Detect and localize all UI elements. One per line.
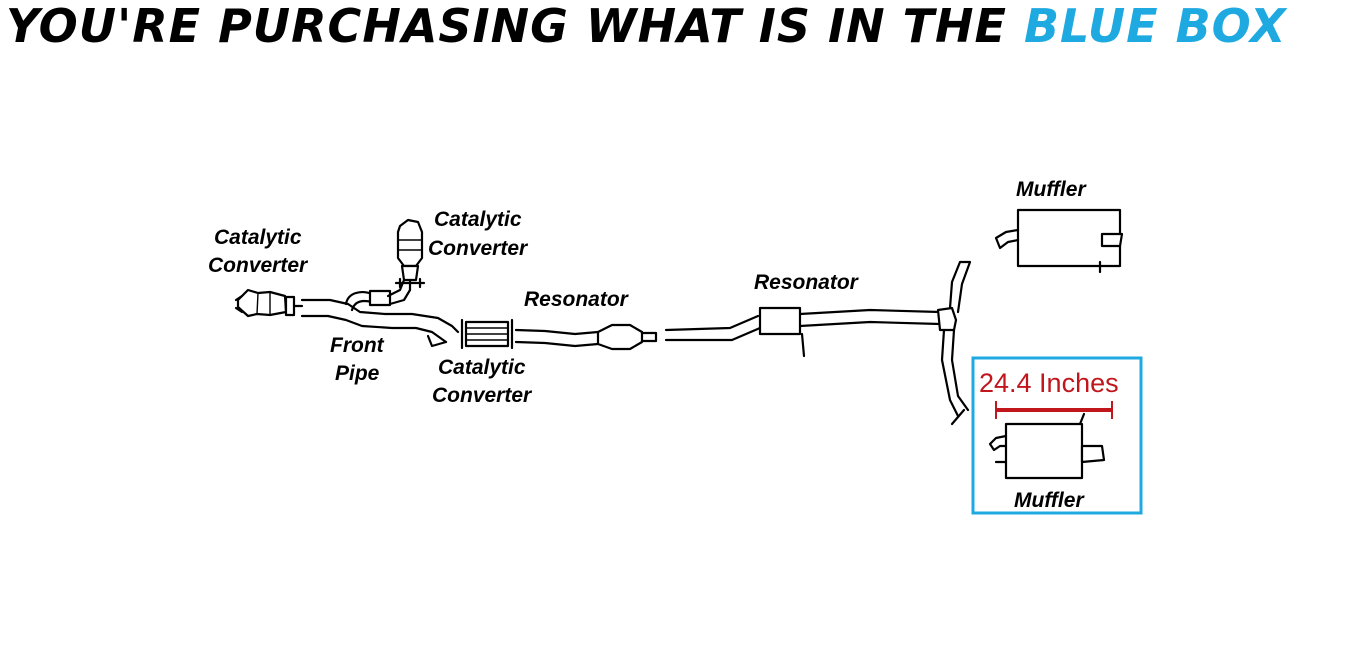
label-resonator-2: Resonator <box>754 271 860 294</box>
catalytic-converter-left <box>234 288 304 318</box>
muffler-boxed <box>988 412 1106 480</box>
label-cat-lower-2: Converter <box>432 384 533 407</box>
resonator-1 <box>514 323 658 351</box>
label-cat-lower-1: Catalytic <box>438 356 526 379</box>
headline-text: YOU'RE PURCHASING WHAT IS IN THE <box>6 0 1007 53</box>
label-front-pipe-2: Pipe <box>335 362 380 385</box>
label-cat-left-1: Catalytic <box>214 226 302 249</box>
label-muffler-boxed: Muffler <box>1014 489 1085 512</box>
dimension-label: 24.4 Inches <box>979 368 1119 398</box>
label-front-pipe-1: Front <box>330 334 385 357</box>
headline: YOU'RE PURCHASING WHAT IS IN THE BLUE BO… <box>6 0 1361 52</box>
label-cat-left-2: Converter <box>208 254 309 277</box>
label-muffler-top: Muffler <box>1016 178 1087 201</box>
label-resonator-1: Resonator <box>524 288 630 311</box>
catalytic-converter-lower <box>460 318 514 350</box>
resonator-2 <box>664 306 942 358</box>
label-cat-top-2: Converter <box>428 237 529 260</box>
catalytic-converter-top <box>394 218 426 292</box>
y-pipe <box>936 260 972 426</box>
label-cat-top-1: Catalytic <box>434 208 522 231</box>
headline-accent: BLUE BOX <box>1023 0 1287 53</box>
highlight-box <box>971 356 1143 515</box>
muffler-top <box>994 208 1124 274</box>
